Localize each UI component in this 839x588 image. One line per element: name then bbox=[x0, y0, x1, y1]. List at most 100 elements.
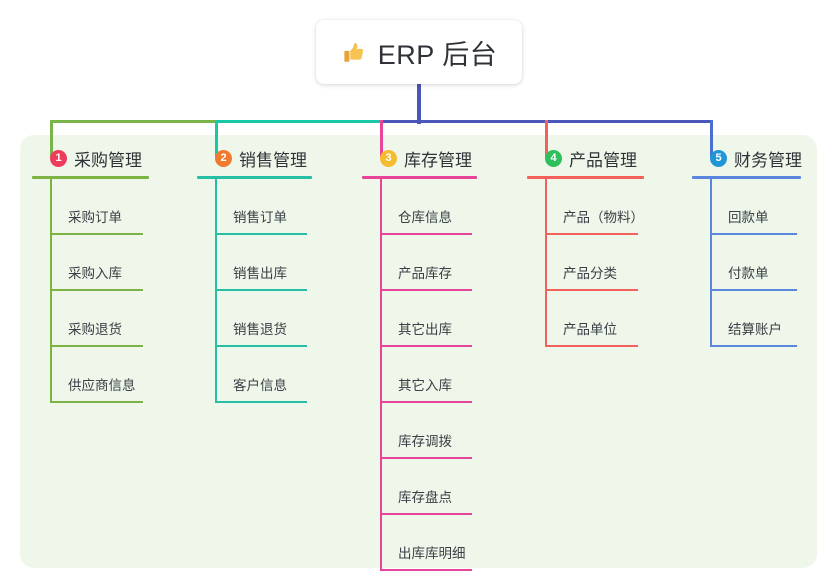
list-item[interactable]: 客户信息 bbox=[197, 347, 345, 403]
list-item[interactable]: 销售出库 bbox=[197, 235, 345, 291]
list-item[interactable]: 回款单 bbox=[692, 179, 832, 235]
connector-drop-5 bbox=[710, 120, 713, 157]
list-item-rule bbox=[545, 345, 638, 347]
list-item-label: 产品单位 bbox=[563, 322, 617, 337]
connector-bar-segment-3 bbox=[380, 120, 548, 123]
list-item-label: 销售退货 bbox=[233, 322, 287, 337]
list-item-label: 销售出库 bbox=[233, 266, 287, 281]
connector-bar-segment-1 bbox=[50, 120, 218, 123]
list-item[interactable]: 采购入库 bbox=[32, 235, 182, 291]
list-item-rule bbox=[710, 233, 797, 235]
list-item-label: 库存盘点 bbox=[398, 490, 452, 505]
list-item[interactable]: 供应商信息 bbox=[32, 347, 182, 403]
root-node[interactable]: ERP 后台 bbox=[316, 20, 522, 84]
column-badge-1: 1 bbox=[50, 149, 67, 167]
list-item[interactable]: 其它入库 bbox=[362, 347, 510, 403]
column-badge-4: 4 bbox=[545, 149, 562, 167]
column-badge-5: 5 bbox=[710, 149, 727, 167]
thumbs-up-icon bbox=[341, 39, 368, 66]
list-item-label: 产品分类 bbox=[563, 266, 617, 281]
list-item-rule bbox=[215, 401, 307, 403]
column-items-5: 回款单付款单结算账户 bbox=[692, 179, 832, 347]
list-item-rule bbox=[50, 401, 143, 403]
list-item-label: 回款单 bbox=[728, 210, 769, 225]
list-item[interactable]: 产品（物料） bbox=[527, 179, 677, 235]
column-header-3[interactable]: 3 库存管理 bbox=[362, 145, 510, 171]
list-item-label: 采购订单 bbox=[68, 210, 122, 225]
list-item[interactable]: 采购订单 bbox=[32, 179, 182, 235]
list-item[interactable]: 产品单位 bbox=[527, 291, 677, 347]
list-item[interactable]: 销售退货 bbox=[197, 291, 345, 347]
column-items-2: 销售订单销售出库销售退货客户信息 bbox=[197, 179, 345, 403]
column-header-rule-4 bbox=[527, 176, 644, 179]
list-item[interactable]: 付款单 bbox=[692, 235, 832, 291]
list-item-rule bbox=[380, 569, 472, 571]
diagram-background-panel bbox=[20, 135, 817, 568]
list-item-label: 库存调拨 bbox=[398, 434, 452, 449]
column-title-1: 采购管理 bbox=[74, 150, 142, 170]
column-title-3: 库存管理 bbox=[404, 150, 472, 170]
connector-drop-3 bbox=[380, 120, 383, 157]
column-header-rule-1 bbox=[32, 176, 149, 179]
column-trunk-line-1 bbox=[50, 179, 52, 403]
connector-bar-segment-2 bbox=[215, 120, 383, 123]
column-title-5: 财务管理 bbox=[734, 150, 802, 170]
list-item-label: 其它入库 bbox=[398, 378, 452, 393]
column-badge-3: 3 bbox=[380, 149, 397, 167]
list-item-rule bbox=[545, 289, 638, 291]
list-item-label: 采购退货 bbox=[68, 322, 122, 337]
list-item-rule bbox=[50, 233, 143, 235]
list-item-label: 产品（物料） bbox=[563, 210, 644, 225]
list-item[interactable]: 结算账户 bbox=[692, 291, 832, 347]
list-item-rule bbox=[710, 345, 797, 347]
list-item-rule bbox=[380, 513, 472, 515]
list-item-label: 出库库明细 bbox=[398, 546, 466, 561]
list-item[interactable]: 仓库信息 bbox=[362, 179, 510, 235]
list-item-rule bbox=[215, 289, 307, 291]
column-items-1: 采购订单采购入库采购退货供应商信息 bbox=[32, 179, 182, 403]
connector-drop-4 bbox=[545, 120, 548, 157]
list-item-label: 付款单 bbox=[728, 266, 769, 281]
list-item-rule bbox=[215, 233, 307, 235]
list-item-rule bbox=[380, 345, 472, 347]
column-header-rule-3 bbox=[362, 176, 478, 179]
column-5: 5 财务管理回款单付款单结算账户 bbox=[692, 145, 832, 347]
column-badge-2: 2 bbox=[215, 149, 232, 167]
column-1: 1 采购管理采购订单采购入库采购退货供应商信息 bbox=[32, 145, 182, 403]
list-item[interactable]: 其它出库 bbox=[362, 291, 510, 347]
list-item-rule bbox=[50, 345, 143, 347]
list-item-rule bbox=[380, 233, 472, 235]
column-items-3: 仓库信息产品库存其它出库其它入库库存调拨库存盘点出库库明细 bbox=[362, 179, 510, 571]
list-item-label: 仓库信息 bbox=[398, 210, 452, 225]
column-trunk-line-4 bbox=[545, 179, 547, 347]
list-item-label: 供应商信息 bbox=[68, 378, 136, 393]
list-item[interactable]: 库存调拨 bbox=[362, 403, 510, 459]
list-item[interactable]: 产品分类 bbox=[527, 235, 677, 291]
list-item-rule bbox=[710, 289, 797, 291]
column-header-rule-2 bbox=[197, 176, 313, 179]
list-item[interactable]: 销售订单 bbox=[197, 179, 345, 235]
list-item-label: 采购入库 bbox=[68, 266, 122, 281]
list-item-label: 产品库存 bbox=[398, 266, 452, 281]
list-item-label: 客户信息 bbox=[233, 378, 287, 393]
list-item-label: 销售订单 bbox=[233, 210, 287, 225]
column-header-1[interactable]: 1 采购管理 bbox=[32, 145, 182, 171]
column-items-4: 产品（物料） 产品分类产品单位 bbox=[527, 179, 677, 347]
list-item-rule bbox=[50, 289, 143, 291]
list-item-rule bbox=[545, 233, 638, 235]
list-item[interactable]: 产品库存 bbox=[362, 235, 510, 291]
connector-bar-segment-4 bbox=[545, 120, 713, 123]
list-item-rule bbox=[215, 345, 307, 347]
column-trunk-line-3 bbox=[380, 179, 382, 571]
root-title: ERP 后台 bbox=[377, 39, 498, 70]
list-item[interactable]: 库存盘点 bbox=[362, 459, 510, 515]
column-header-5[interactable]: 5 财务管理 bbox=[692, 145, 832, 171]
list-item[interactable]: 出库库明细 bbox=[362, 515, 510, 571]
list-item[interactable]: 采购退货 bbox=[32, 291, 182, 347]
list-item-rule bbox=[380, 457, 472, 459]
